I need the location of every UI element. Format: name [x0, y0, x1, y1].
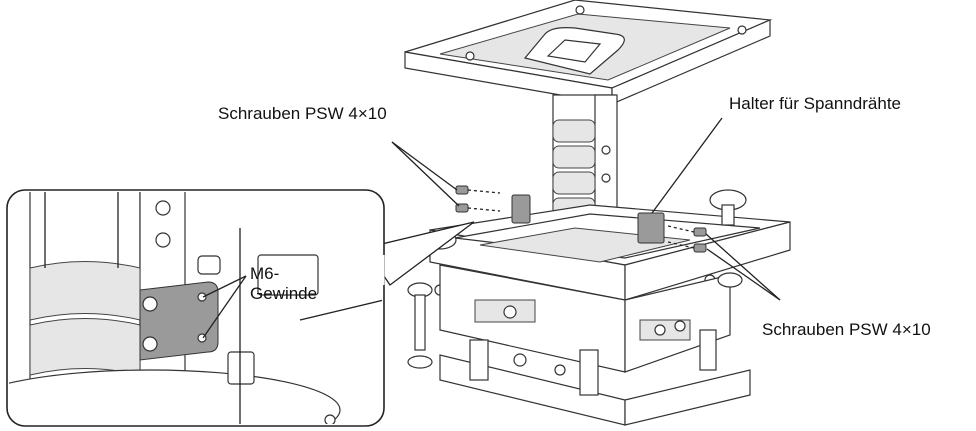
label-screws-bottom-right: Schrauben PSW 4×10 [762, 320, 931, 339]
wire-holders [511, 194, 665, 244]
label-m6-line-2: Gewinde [250, 284, 318, 303]
screws-left [455, 185, 501, 213]
lower-frame [439, 264, 751, 426]
label-m6-line-1: M6- [250, 264, 280, 283]
label-wire-holder: Halter für Spanndrähte [729, 94, 901, 113]
screws-right [667, 225, 707, 253]
leader-lines [391, 117, 781, 301]
top-mounting-plate [404, 0, 773, 105]
label-m6-thread: M6- Gewinde [250, 264, 317, 304]
detail-callout [6, 189, 475, 427]
label-screws-top-left: Schrauben PSW 4×10 [218, 104, 387, 123]
